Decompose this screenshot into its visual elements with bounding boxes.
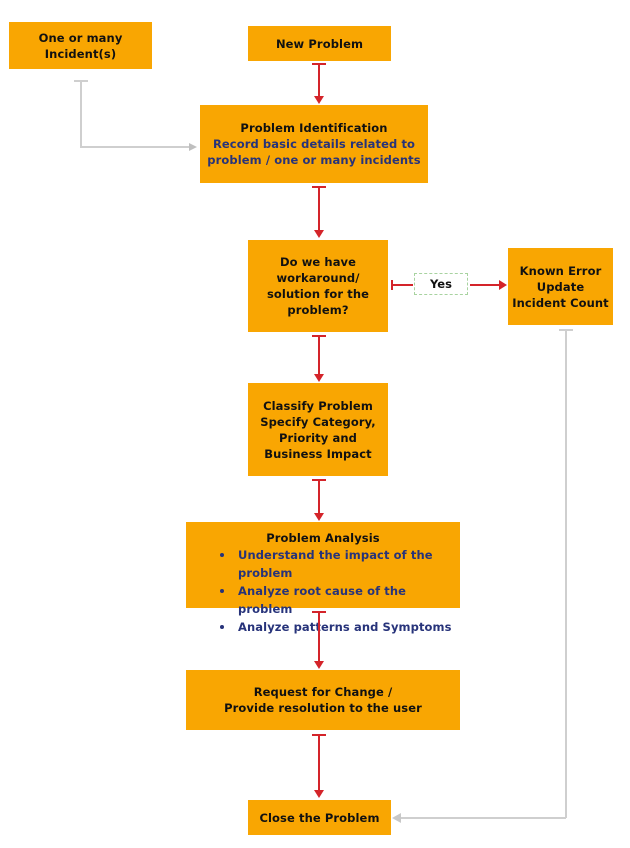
connector-known-error-vertical	[565, 329, 567, 818]
connector-incidents-to-identification-horizontal	[80, 146, 190, 148]
node-title: Problem Analysis	[266, 531, 380, 545]
node-line: Record basic details related to	[212, 137, 416, 151]
arrowhead-into-problem-identification	[189, 143, 197, 151]
node-title: Problem Identification	[240, 121, 388, 135]
node-known-error[interactable]: Known Error Update Incident Count	[508, 248, 613, 325]
arrowhead-newproblem-to-identification	[314, 96, 324, 104]
node-line: Specify Category,	[260, 414, 376, 429]
node-line: Incident Count	[512, 295, 609, 310]
node-line: Priority and	[279, 430, 357, 445]
node-decision-workaround[interactable]: Do we have workaround/ solution for the …	[248, 240, 388, 332]
connector-newproblem-to-identification	[318, 63, 320, 97]
connector-yes-to-known-error	[470, 284, 500, 286]
connector-decision-to-yes	[391, 284, 413, 286]
connector-identification-to-decision	[318, 186, 320, 231]
node-line: New Problem	[275, 36, 364, 51]
node-line: Update	[536, 279, 585, 294]
arrowhead-into-close-problem	[392, 813, 401, 823]
node-line: problem?	[287, 303, 349, 317]
arrowhead-classify-to-analysis	[314, 513, 324, 521]
connector-classify-to-analysis	[318, 479, 320, 514]
edge-label-yes: Yes	[414, 273, 468, 295]
node-line: Business Impact	[264, 446, 372, 461]
node-one-or-many-incidents[interactable]: One or many Incident(s)	[9, 22, 152, 69]
connector-incidents-to-identification-vertical	[80, 80, 82, 147]
node-line: Provide resolution to the user	[224, 701, 422, 715]
node-line: Close the Problem	[259, 810, 380, 825]
arrowhead-into-known-error	[499, 280, 507, 290]
node-line: Known Error	[519, 263, 602, 278]
arrowhead-analysis-to-rfc	[314, 661, 324, 669]
node-problem-identification[interactable]: Problem Identification Record basic deta…	[200, 105, 428, 183]
connector-rfc-to-close	[318, 734, 320, 791]
node-line: Classify Problem	[263, 398, 373, 413]
node-line: problem / one or many incidents	[207, 153, 421, 167]
node-classify-problem[interactable]: Classify Problem Specify Category, Prior…	[248, 383, 388, 476]
node-line: Do we have	[279, 255, 357, 269]
node-problem-analysis[interactable]: Problem Analysis Understand the impact o…	[186, 522, 460, 634]
node-line: One or many	[38, 30, 123, 45]
node-line: workaround/	[276, 271, 360, 285]
connector-known-error-horizontal	[400, 817, 566, 819]
connector-analysis-to-rfc	[318, 611, 320, 662]
edge-label-text: Yes	[430, 277, 452, 291]
node-close-the-problem[interactable]: Close the Problem	[248, 800, 391, 835]
list-item: Analyze root cause of the problem	[186, 582, 460, 618]
arrowhead-decision-to-classify	[314, 374, 324, 382]
node-line: Request for Change /	[253, 685, 393, 699]
arrowhead-identification-to-decision	[314, 230, 324, 238]
arrowhead-rfc-to-close	[314, 790, 324, 798]
list-item: Analyze patterns and Symptoms	[186, 618, 460, 636]
node-line: Incident(s)	[44, 46, 117, 61]
node-line: solution for the	[266, 287, 370, 301]
node-new-problem[interactable]: New Problem	[248, 26, 391, 61]
connector-decision-to-classify	[318, 335, 320, 375]
list-item: Understand the impact of the problem	[186, 546, 460, 582]
problem-analysis-bullets: Understand the impact of the problem Ana…	[186, 546, 460, 636]
node-request-for-change[interactable]: Request for Change / Provide resolution …	[186, 670, 460, 730]
